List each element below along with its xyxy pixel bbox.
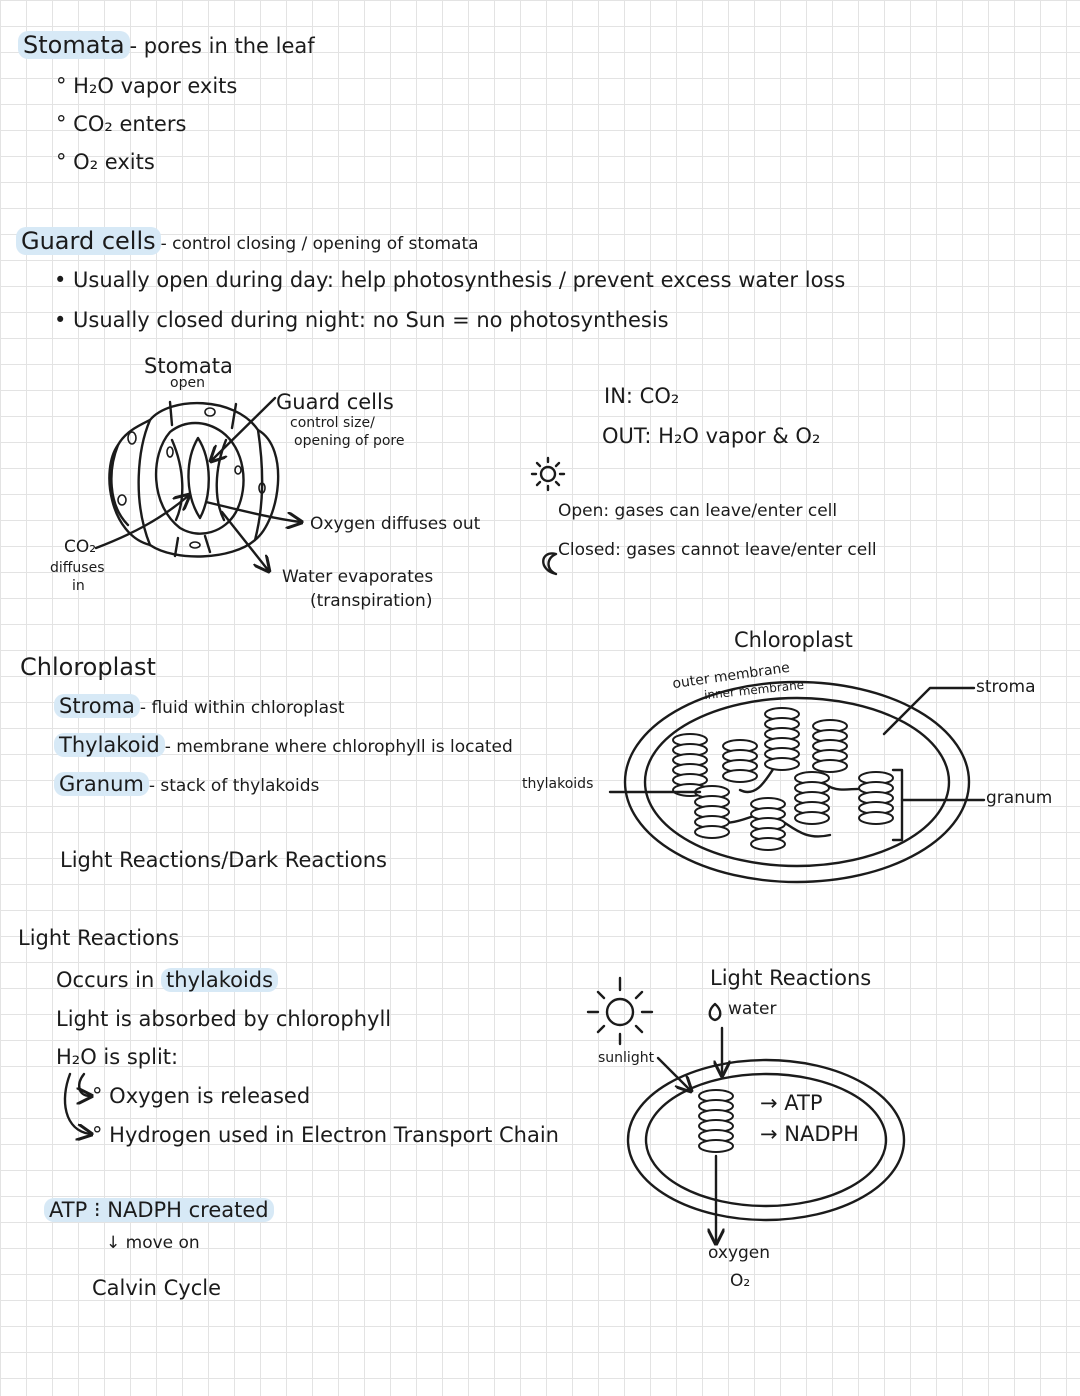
sun-icon [530,456,566,492]
light-granum-stack [698,1089,734,1153]
granum-term: Granum [54,772,149,796]
guard-cells-heading: Guard cells- control closing / opening o… [16,227,479,256]
stomata-term: Stomata [18,31,130,59]
stomata-diagram-title: Stomata [144,354,233,378]
oxygen-diffuses-label: Oxygen diffuses out [310,514,481,534]
stroma-term: Stroma [54,694,140,718]
light-diagram-water: water [728,999,777,1019]
oxygen-released-line: ° Oxygen is released [92,1084,311,1108]
thylakoids-label: thylakoids [522,776,594,792]
thylakoid-term: Thylakoid [54,733,165,757]
stomata-definition: - pores in the leaf [129,34,315,58]
light-diagram-o2: O₂ [730,1271,751,1291]
light-diagram-nadph: → NADPH [760,1122,859,1146]
co2-label-line-2: diffuses [50,560,105,576]
guard-cells-bullet-2: • Usually closed during night: no Sun = … [54,308,669,332]
stroma-item: Stroma- fluid within chloroplast [54,694,345,719]
stomata-arrows [94,396,300,570]
light-diagram-sunlight: sunlight [598,1050,655,1066]
guard-cells-label: Guard cells [276,390,394,414]
gas-out-text: OUT: H₂O vapor & O₂ [602,424,821,448]
stomata-heading: Stomata- pores in the leaf [18,31,315,60]
chloroplast-heading: Chloroplast [20,653,156,681]
outer-membrane [623,680,971,884]
co2-label-line-3: in [72,578,85,594]
water-evaporates-label: Water evaporates [282,567,434,587]
light-diagram-title: Light Reactions [710,966,872,990]
moon-icon [542,552,558,576]
gas-in-text: IN: CO₂ [604,384,680,408]
stroma-definition: - fluid within chloroplast [139,698,345,718]
cell-nuclei [117,407,266,549]
stomata-bullet-1: ° H₂O vapor exits [56,74,238,98]
sunlight-sun-icon [586,976,654,1046]
stomata-closed-text: Closed: gases cannot leave/enter cell [558,540,877,560]
light-reactions-diagram [586,976,906,1242]
light-dark-reactions-line: Light Reactions/Dark Reactions [60,848,387,872]
stroma-label: stroma [976,677,1036,697]
transpiration-label: (transpiration) [310,591,433,611]
occurs-in-line: Occurs in thylakoids [56,968,279,992]
atp-nadph-created-text: ATP ⁝ NADPH created [44,1198,274,1222]
atp-nadph-created: ATP ⁝ NADPH created [44,1198,274,1222]
guard-cells-definition: - control closing / opening of stomata [160,234,479,254]
stomata-diagram-subtitle: open [170,375,205,391]
chloroplast-diagram-title: Chloroplast [734,628,853,652]
light-outer-membrane [626,1058,906,1222]
inner-membrane [643,696,951,868]
chloroplast-diagram [608,680,986,884]
light-diagram-oxygen: oxygen [708,1243,771,1263]
chloroplast-leader-lines [608,686,986,842]
guard-cells-term: Guard cells [16,227,161,255]
guard-cells-shape [154,421,245,535]
stomata-bullet-3: ° O₂ exits [56,150,155,174]
guard-cells-note-2: opening of pore [294,433,405,449]
co2-label-line-1: CO₂ [64,537,97,557]
granum-definition: - stack of thylakoids [148,776,320,796]
split-arrows [63,1072,90,1134]
granum-item: Granum- stack of thylakoids [54,772,319,797]
calvin-cycle-text: Calvin Cycle [92,1276,222,1300]
light-absorbed-line: Light is absorbed by chlorophyll [56,1007,392,1031]
guard-cells-bullet-1: • Usually open during day: help photosyn… [54,268,846,292]
stomata-diagram [94,396,300,570]
granum-label: granum [986,788,1053,808]
stomata-bullet-2: ° CO₂ enters [56,112,187,136]
occurs-in-prefix: Occurs in [56,968,155,992]
hydrogen-used-line: ° Hydrogen used in Electron Transport Ch… [92,1123,559,1147]
light-reactions-heading: Light Reactions [18,926,180,950]
guard-cells-note-1: control size/ [290,415,375,431]
thylakoid-item: Thylakoid- membrane where chlorophyll is… [54,733,513,758]
water-split-line: H₂O is split: [56,1045,179,1069]
light-arrows [656,1002,722,1242]
granum-stacks [672,707,894,851]
light-diagram-atp: → ATP [760,1091,823,1115]
stomata-open-text: Open: gases can leave/enter cell [558,501,838,521]
move-on-text: ↓ move on [106,1233,200,1253]
thylakoid-definition: - membrane where chlorophyll is located [164,737,513,757]
light-inner-membrane [644,1072,888,1208]
occurs-in-term: thylakoids [161,968,279,992]
epidermal-cells [108,400,280,558]
